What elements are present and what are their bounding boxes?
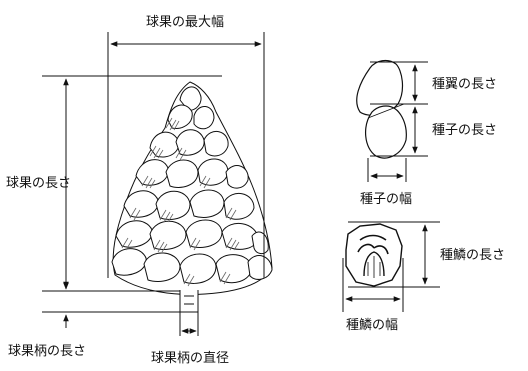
label-seed-length: 種子の長さ xyxy=(432,122,497,138)
label-stalk-length: 球果柄の長さ xyxy=(8,344,86,359)
label-scale-length: 種鱗の長さ xyxy=(440,247,505,263)
label-cone-max-width: 球果の最大幅 xyxy=(146,15,224,30)
pine-cone-illustration xyxy=(111,81,273,313)
label-scale-width: 種鱗の幅 xyxy=(346,317,398,333)
label-wing-length: 種翼の長さ xyxy=(432,76,497,92)
scale-dimension-lines xyxy=(342,221,440,312)
seed-illustration xyxy=(356,59,407,159)
cone-dimension-lines xyxy=(42,32,265,336)
seed-dimension-lines xyxy=(367,61,428,182)
label-cone-length: 球果の長さ xyxy=(6,176,71,191)
label-seed-width: 種子の幅 xyxy=(360,191,412,207)
seed-scale-illustration xyxy=(345,223,403,287)
label-stalk-diameter: 球果柄の直径 xyxy=(151,351,229,366)
labels: 球果の最大幅 球果の長さ 球果柄の長さ 球果柄の直径 種翼の長さ 種子の長さ 種… xyxy=(6,15,505,366)
